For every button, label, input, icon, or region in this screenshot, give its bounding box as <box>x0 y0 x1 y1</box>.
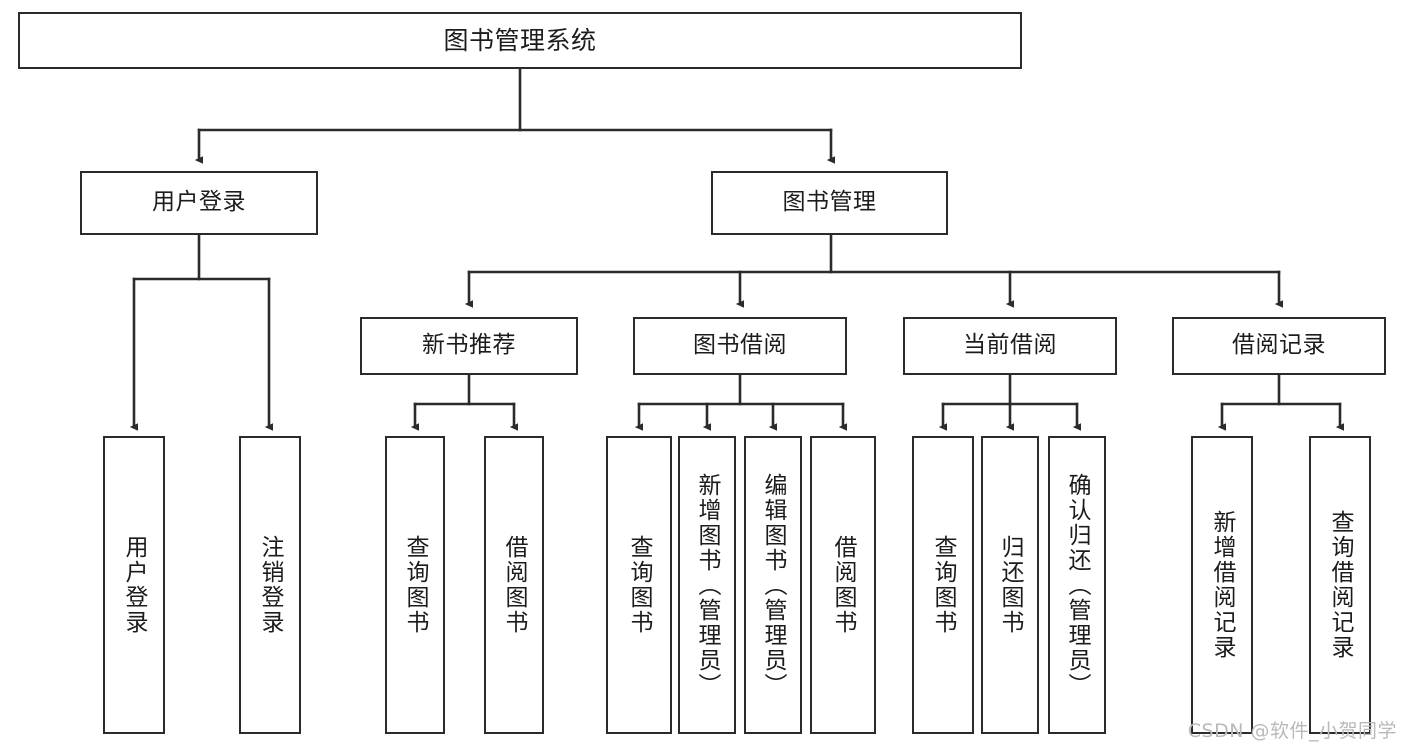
node-label: 查询借阅记录 <box>1327 510 1354 660</box>
node-label: 图书借阅 <box>693 332 787 359</box>
node-label: 编辑图书（管理员） <box>760 472 787 698</box>
leaf-book-borrow-edit-book-admin[interactable]: 编辑图书（管理员） <box>744 436 802 734</box>
leaf-current-borrow-query-book[interactable]: 查询图书 <box>912 436 974 734</box>
node-label: 借阅图书 <box>501 535 528 635</box>
node-new-book-recommend[interactable]: 新书推荐 <box>360 317 578 375</box>
node-label: 新增图书（管理员） <box>694 472 721 698</box>
leaf-book-borrow-borrow-book[interactable]: 借阅图书 <box>810 436 876 734</box>
node-user-login[interactable]: 用户登录 <box>80 171 318 235</box>
node-label: 当前借阅 <box>963 332 1057 359</box>
node-label: 查询图书 <box>930 535 957 635</box>
node-label: 新书推荐 <box>422 332 516 359</box>
node-root-book-management-system[interactable]: 图书管理系统 <box>18 12 1022 69</box>
node-label: 用户登录 <box>121 535 148 635</box>
leaf-book-borrow-add-book-admin[interactable]: 新增图书（管理员） <box>678 436 736 734</box>
node-label: 查询图书 <box>626 535 653 635</box>
node-label: 注销登录 <box>257 535 284 635</box>
node-label: 图书管理系统 <box>443 25 597 55</box>
leaf-records-add-borrow-record[interactable]: 新增借阅记录 <box>1191 436 1253 734</box>
node-label: 新增借阅记录 <box>1209 510 1236 660</box>
leaf-user-login-signin[interactable]: 用户登录 <box>103 436 165 734</box>
node-book-borrow[interactable]: 图书借阅 <box>633 317 847 375</box>
node-label: 归还图书 <box>997 535 1024 635</box>
leaf-user-login-signout[interactable]: 注销登录 <box>239 436 301 734</box>
node-label: 借阅图书 <box>830 535 857 635</box>
node-label: 查询图书 <box>402 535 429 635</box>
node-current-borrow[interactable]: 当前借阅 <box>903 317 1117 375</box>
leaf-records-query-borrow-record[interactable]: 查询借阅记录 <box>1309 436 1371 734</box>
node-label: 借阅记录 <box>1232 332 1326 359</box>
node-label: 确认归还（管理员） <box>1064 472 1091 698</box>
csdn-watermark: CSDN @软件_小贺同学 <box>1187 720 1397 742</box>
leaf-new-book-query-book[interactable]: 查询图书 <box>385 436 445 734</box>
node-book-management[interactable]: 图书管理 <box>711 171 948 235</box>
leaf-current-borrow-confirm-return-admin[interactable]: 确认归还（管理员） <box>1048 436 1106 734</box>
node-borrow-records[interactable]: 借阅记录 <box>1172 317 1386 375</box>
leaf-new-book-borrow-book[interactable]: 借阅图书 <box>484 436 544 734</box>
node-label: 图书管理 <box>782 189 877 216</box>
node-label: 用户登录 <box>152 189 246 216</box>
leaf-book-borrow-query-book[interactable]: 查询图书 <box>606 436 672 734</box>
leaf-current-borrow-return-book[interactable]: 归还图书 <box>981 436 1039 734</box>
